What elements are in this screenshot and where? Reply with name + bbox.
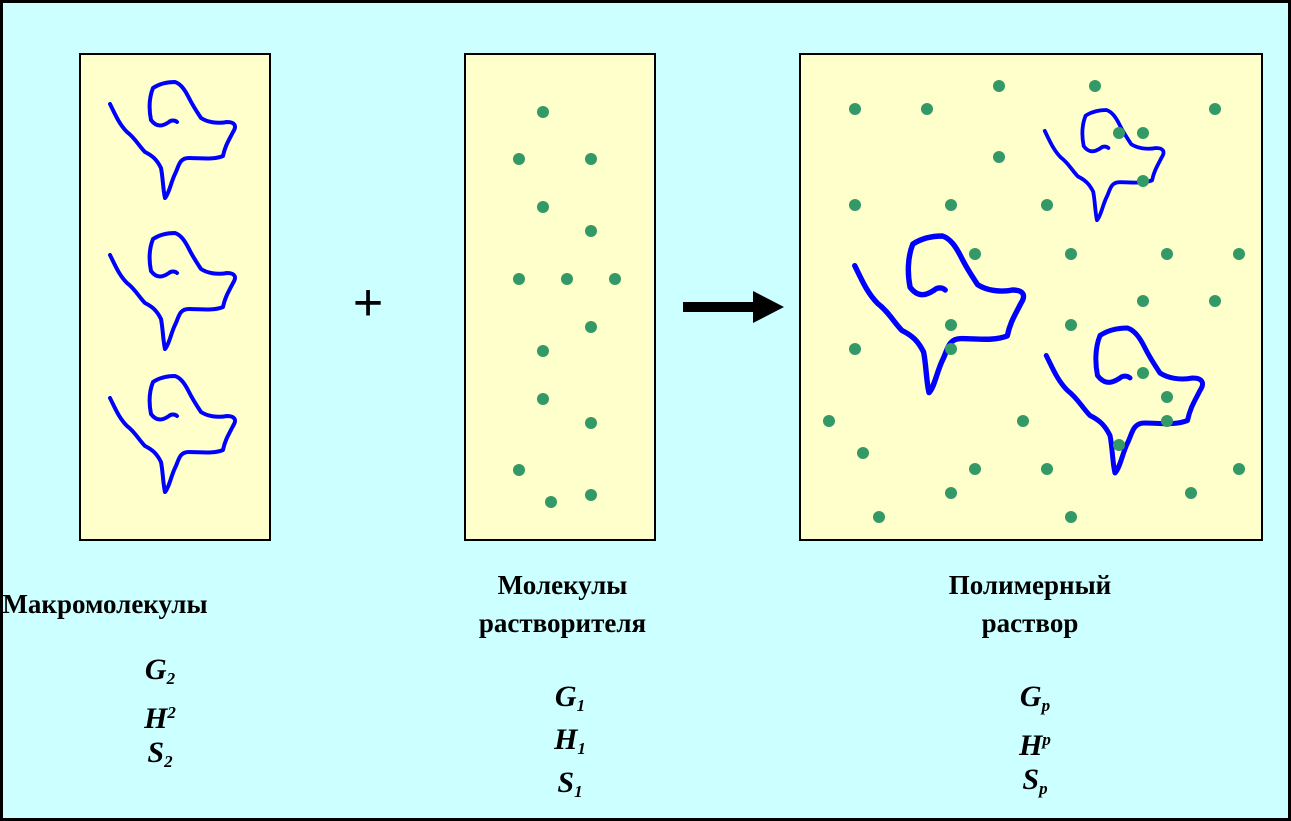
symbol-sp: Sp xyxy=(1022,763,1048,798)
solution-label: Полимерный раствор xyxy=(948,570,1112,638)
solution-symbols: Gp Hp Sp xyxy=(995,680,1075,806)
symbol-h1: H1 xyxy=(554,723,586,758)
symbol-g2: G2 xyxy=(144,653,176,688)
symbol-s1: S1 xyxy=(557,766,583,801)
solvent-molecules-solution xyxy=(823,80,1245,523)
solvent-panel xyxy=(464,53,656,541)
reaction-arrow-icon xyxy=(683,291,784,323)
macromolecules-label: Макромолекулы xyxy=(2,589,208,619)
solvent-label: Молекулы растворителя xyxy=(478,570,647,638)
symbol-hp: Hp xyxy=(1019,729,1051,762)
macromolecules-panel xyxy=(79,53,271,541)
symbol-gp: Gp xyxy=(1019,680,1051,715)
macromolecules-symbols: G2 H2 S2 xyxy=(120,653,200,779)
solvent-symbols: G1 H1 S1 xyxy=(530,680,610,809)
plus-sign: + xyxy=(353,274,383,332)
solvent-molecules-middle xyxy=(513,106,621,508)
symbol-g1: G1 xyxy=(554,680,586,715)
solution-panel xyxy=(799,53,1263,541)
symbol-h2: H2 xyxy=(144,702,176,735)
symbol-s2: S2 xyxy=(147,736,173,771)
